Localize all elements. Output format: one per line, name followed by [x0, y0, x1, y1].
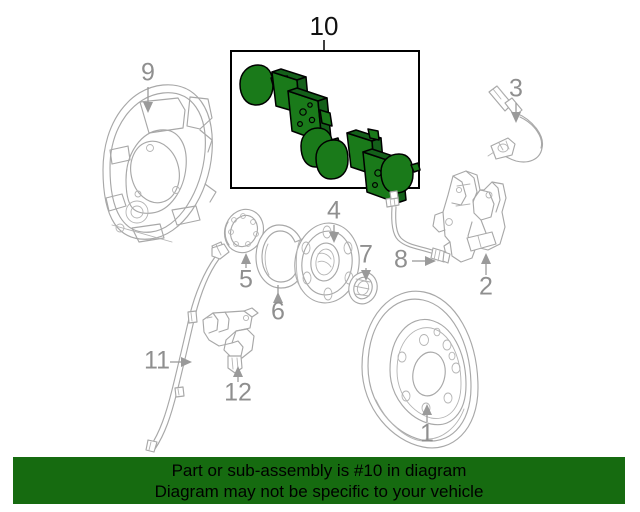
- footer-notice-line-2: Diagram may not be specific to your vehi…: [154, 481, 484, 501]
- footer-notice-line-1: Part or sub-assembly is #10 in diagram: [171, 460, 467, 480]
- part-abs-wheel-speed-sensor: [145, 243, 230, 453]
- part-wheel-hub: [294, 222, 360, 304]
- callout-number-12: 12: [224, 379, 252, 407]
- callout-number-9: 9: [141, 59, 155, 87]
- callout-box-item-10: [230, 50, 421, 204]
- part-brake-rotor-disc: [361, 290, 479, 449]
- callout-numbers: 9 10 3 4 5 6 7 8 2 11 12 1: [141, 11, 523, 448]
- part-brake-hose: [385, 190, 451, 264]
- callout-number-11: 11: [144, 347, 170, 375]
- callout-number-8: 8: [394, 246, 408, 274]
- callout-number-4: 4: [327, 197, 341, 225]
- callout-number-1: 1: [420, 420, 434, 448]
- callout-number-10: 10: [310, 11, 339, 41]
- leader-lines: [143, 87, 521, 422]
- part-sensor-mounting-bracket: [202, 307, 259, 374]
- footer-notice-banner: Part or sub-assembly is #10 in diagram D…: [13, 457, 625, 504]
- part-brake-dust-shield: [102, 84, 217, 243]
- part-brake-caliper: [432, 170, 507, 263]
- callout-number-6: 6: [271, 298, 285, 326]
- part-brake-pad-wear-sensor: [487, 85, 544, 163]
- callout-number-7: 7: [359, 241, 373, 269]
- callout-number-2: 2: [479, 273, 493, 301]
- callout-number-5: 5: [239, 266, 253, 294]
- callout-number-3: 3: [509, 75, 523, 103]
